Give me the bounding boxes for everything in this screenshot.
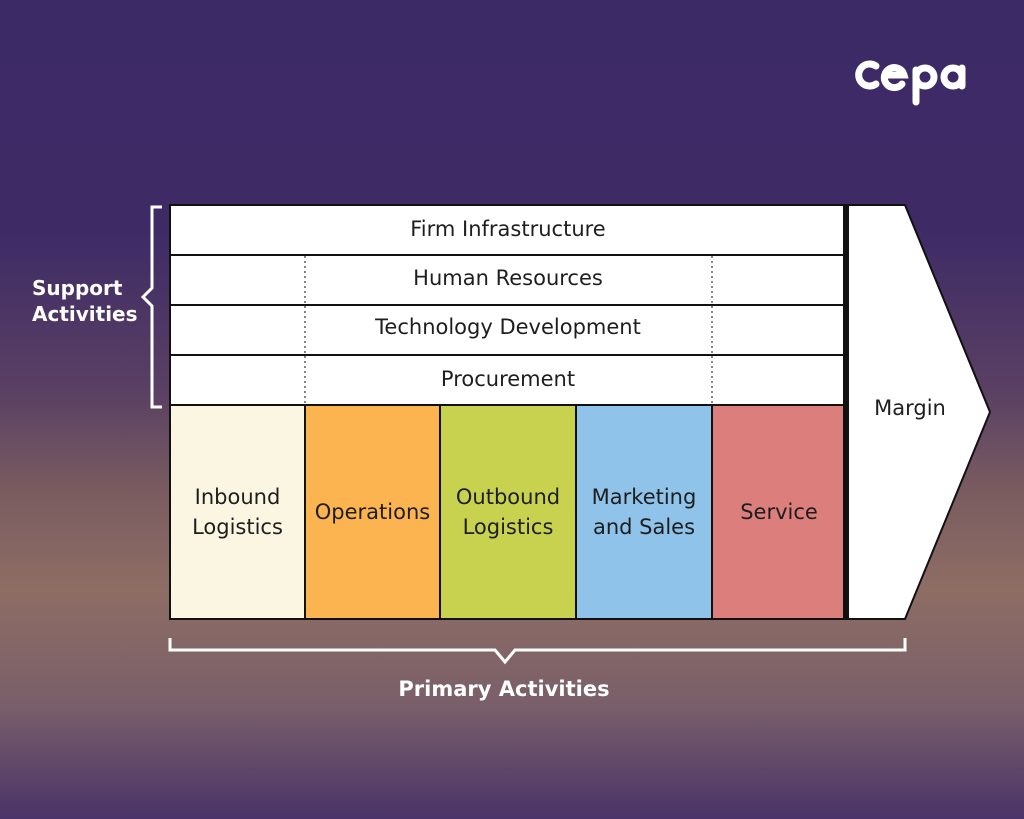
support-row-firm-infrastructure [169, 204, 847, 256]
support-row-label: Firm Infrastructure [410, 217, 606, 241]
primary-label-service: Service [740, 499, 818, 524]
cepa-logo [855, 60, 966, 106]
primary-label-outbound-logistics: Outbound Logistics [455, 484, 561, 539]
primary-label-marketing-and-sales: Marketing and Sales [591, 484, 697, 539]
primary-box-marketing-and-sales [575, 404, 713, 620]
primary-brace [168, 638, 907, 665]
support-row-procurement [169, 354, 847, 406]
primary-label-inbound-logistics: Inbound Logistics [192, 484, 283, 539]
support-brace [140, 205, 162, 409]
primary-box-operations [304, 404, 441, 620]
support-row-label: Human Resources [413, 266, 603, 290]
support-activities-label: Support Activities [32, 276, 138, 326]
primary-activities-label: Primary Activities [398, 677, 610, 701]
margin-label: Margin [874, 396, 946, 420]
primary-box-inbound-logistics [169, 404, 306, 620]
primary-box-outbound-logistics [439, 404, 577, 620]
primary-boxes [169, 404, 847, 620]
support-row-label: Technology Development [375, 315, 641, 339]
support-row-label: Procurement [440, 367, 576, 391]
primary-label-operations: Operations [314, 499, 431, 524]
